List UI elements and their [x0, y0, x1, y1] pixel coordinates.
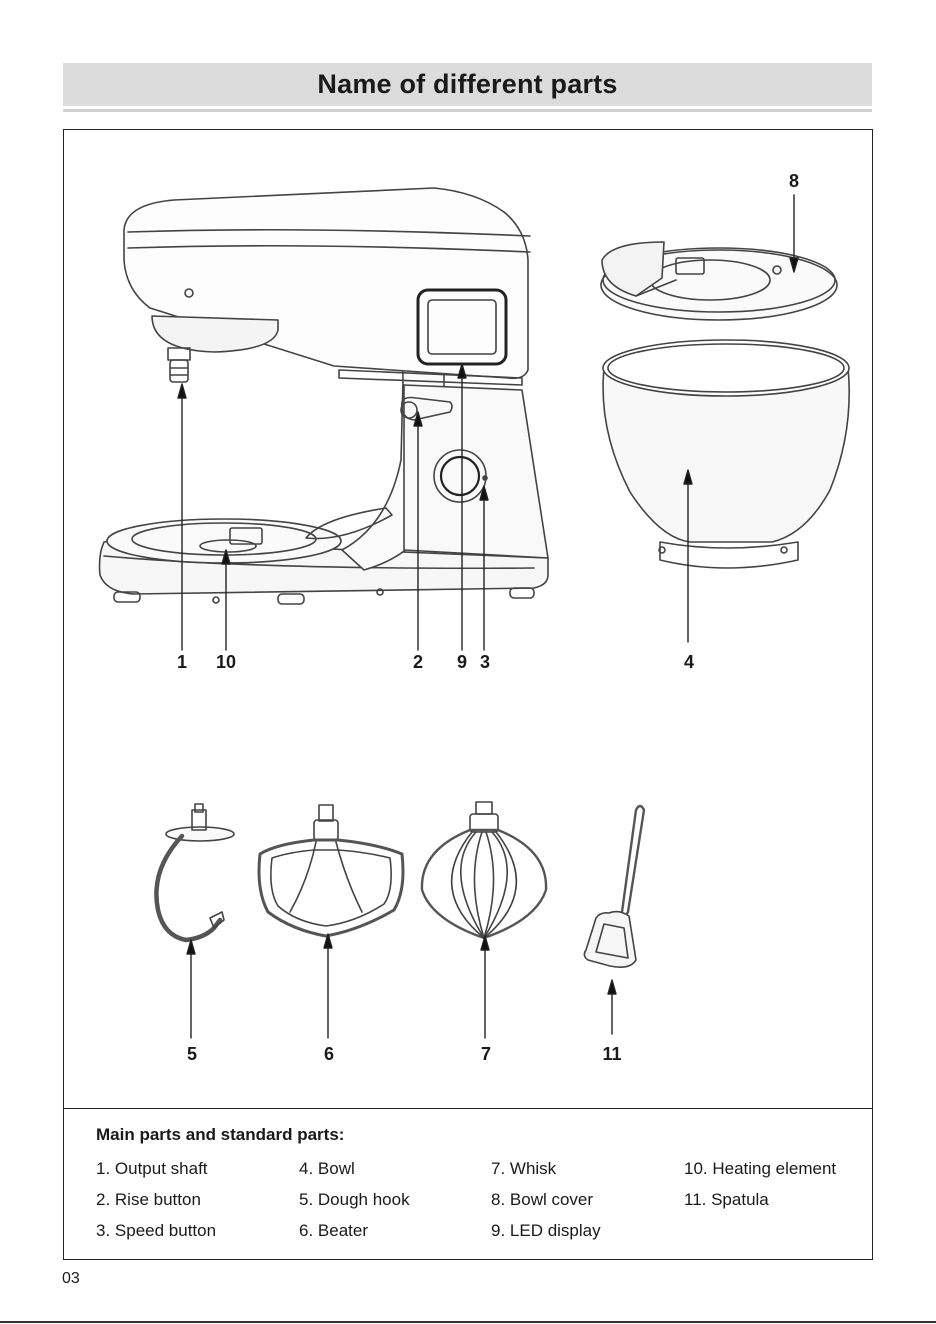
legend-item: 4. Bowl: [299, 1159, 355, 1179]
legend-heading: Main parts and standard parts:: [96, 1125, 344, 1145]
legend-item: 11. Spatula: [684, 1190, 769, 1210]
parts-diagram-frame: 1 10 2 9 3 4 8 5 6 7 11 Main parts and s…: [63, 129, 873, 1260]
callout-1: 1: [177, 652, 187, 673]
title-underline: [63, 109, 872, 112]
callout-10: 10: [216, 652, 236, 673]
bottom-rule: [0, 1321, 936, 1323]
legend-item: 1. Output shaft: [96, 1159, 208, 1179]
legend-item: 8. Bowl cover: [491, 1190, 593, 1210]
stand-mixer-drawing: [100, 188, 549, 604]
legend-item: 9. LED display: [491, 1221, 601, 1241]
callout-8: 8: [789, 171, 799, 192]
legend-item: 5. Dough hook: [299, 1190, 410, 1210]
callout-2: 2: [413, 652, 423, 673]
page-number: 03: [62, 1270, 80, 1288]
dough-hook-drawing: [156, 804, 234, 940]
legend-item: 3. Speed button: [96, 1221, 216, 1241]
bowl-drawing: [603, 340, 849, 568]
callout-7: 7: [481, 1044, 491, 1065]
callout-5: 5: [187, 1044, 197, 1065]
spatula-drawing: [584, 806, 644, 967]
legend-divider: [64, 1108, 872, 1109]
title-band: Name of different parts: [63, 63, 872, 106]
callout-9: 9: [457, 652, 467, 673]
callout-4: 4: [684, 652, 694, 673]
legend-item: 6. Beater: [299, 1221, 368, 1241]
callout-6: 6: [324, 1044, 334, 1065]
beater-drawing: [259, 805, 403, 936]
bowl-cover-drawing: [601, 242, 837, 320]
whisk-drawing: [422, 802, 546, 938]
legend-item: 2. Rise button: [96, 1190, 201, 1210]
legend-item: 10. Heating element: [684, 1159, 836, 1179]
callout-3: 3: [480, 652, 490, 673]
page-title: Name of different parts: [317, 69, 617, 100]
legend-item: 7. Whisk: [491, 1159, 556, 1179]
parts-illustration: [64, 130, 872, 1108]
callout-11: 11: [602, 1044, 621, 1065]
